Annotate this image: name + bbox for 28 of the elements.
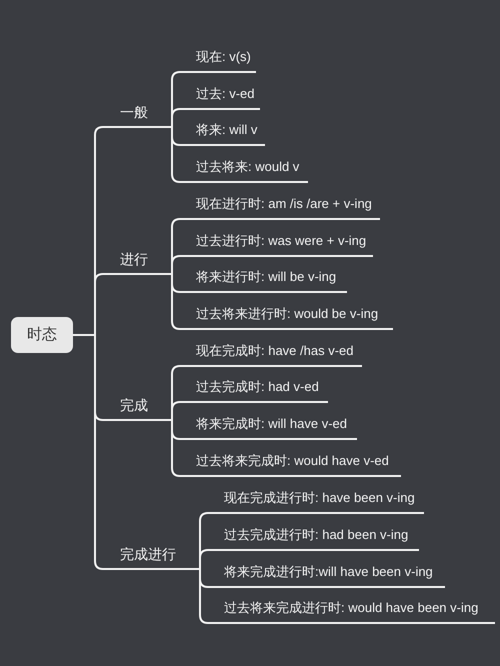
subtopic: 将来进行时: will be v-ing [180,267,347,293]
subtopic: 过去完成进行时: had been v-ing [208,525,419,551]
topic: 完成进行 [103,544,200,570]
subtopic: 过去将来完成进行时: would have been v-ing [208,598,495,624]
subtopic: 过去将来: would v [180,157,308,183]
connector-line [73,334,104,570]
connector-line [171,108,181,128]
connector-line [171,273,181,330]
connector-line [171,255,181,275]
central-topic: 时态 [11,317,73,353]
subtopic: 现在完成时: have /has v-ed [180,341,362,367]
subtopic: 过去将来进行时: would be v-ing [180,304,393,330]
topic: 进行 [103,249,172,275]
connector-line [171,126,181,183]
subtopic: 现在: v(s) [180,47,256,73]
subtopic: 过去将来完成时: would have v-ed [180,451,401,477]
connector-line [199,549,209,570]
subtopic: 将来完成时: will have v-ed [180,414,357,440]
subtopic: 将来完成进行时:will have been v-ing [208,562,445,588]
connector-line [171,401,181,421]
subtopic: 现在完成进行时: have been v-ing [208,488,424,514]
topic: 一般 [103,102,172,128]
subtopic: 过去: v-ed [180,84,260,110]
subtopic: 过去完成时: had v-ed [180,377,328,403]
subtopic: 过去进行时: was were + v-ing [180,231,373,257]
topic: 完成 [103,395,172,421]
subtopic: 现在进行时: am /is /are + v-ing [180,194,380,220]
subtopic: 将来: will v [180,120,265,146]
